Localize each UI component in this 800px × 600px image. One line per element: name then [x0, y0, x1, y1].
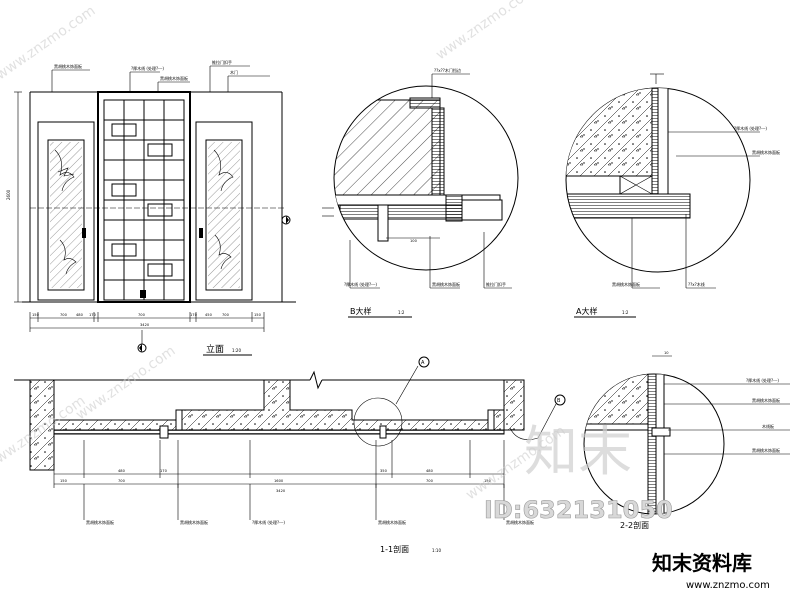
section-11-scale: 1:10: [432, 548, 441, 553]
detail-a-leader-3: 黑胡桃木饰面板: [612, 281, 640, 287]
watermark-url-3: www.znzmo.com: [73, 343, 178, 423]
lattice-pattern: [104, 100, 184, 300]
sec11-label-3: ?厚木线 (处理?---): [252, 519, 285, 525]
detail-a-title: A大样: [576, 306, 597, 316]
elev-dim-5: 700: [138, 313, 146, 317]
section-22-title: 2-2剖面: [620, 520, 649, 530]
watermark-url-1: www.znzmo.com: [0, 3, 98, 83]
section-11-callout-b: B: [557, 398, 561, 404]
elev-dim-2: 700: [60, 313, 68, 317]
elev-dim-1: 150: [32, 313, 40, 317]
sec22-leader-2: 黑胡桃木饰面板: [752, 397, 780, 403]
sec22-leader-3: 木线板: [762, 423, 774, 429]
detail-b-leader-3: 黑胡桃木饰面板: [432, 281, 460, 287]
sec11-dim-8: 700: [426, 479, 434, 483]
elev-leader-3: 黑胡桃木饰面板: [160, 75, 188, 81]
watermark-id: ID:632131050: [484, 496, 673, 524]
sec11-label-1: 黑胡桃木饰面板: [86, 519, 114, 525]
elev-leader-2: ?厚木线 (处理?---): [131, 65, 164, 71]
sec11-label-2: 黑胡桃木饰面板: [180, 519, 208, 525]
right-door-leaf-motif: [213, 149, 234, 270]
sec22-dim-top: 10: [664, 351, 669, 355]
detail-a-leader-1: ?厚木线 (处理?---): [734, 125, 767, 131]
elevation-view: 2600: [6, 59, 296, 356]
detail-b-dim: 100: [410, 239, 418, 243]
elev-leader-1: 黑胡桃木饰面板: [54, 63, 82, 69]
elev-dim-4: 170: [89, 313, 97, 317]
sec11-dim-3: 480: [118, 469, 126, 473]
section-11-callout-a: A: [421, 360, 425, 366]
detail-a: ?厚木线 (处理?---) 黑胡桃木饰面板 黑胡桃木饰面板 ??x?木线 A大样…: [565, 73, 780, 318]
detail-b-leader-4: 推拉门扣手: [486, 281, 506, 287]
sec11-dim-5: 1600: [274, 479, 284, 483]
watermark-brand-url: www.znzmo.com: [686, 580, 770, 591]
elevation-scale: 1:20: [232, 348, 241, 353]
elev-total-width: 3420: [140, 323, 150, 327]
sec22-leader-4: 黑胡桃木饰面板: [752, 447, 780, 453]
elevation-title: 立面: [206, 343, 224, 355]
detail-b-scale: 1:2: [398, 310, 405, 315]
elev-dim-7: 450: [205, 313, 213, 317]
watermark-url-2: www.znzmo.com: [433, 0, 538, 63]
elevation-leaders: [51, 65, 270, 92]
sec11-dim-4: 170: [160, 469, 168, 473]
sec22-leader-1: ?厚木线 (处理?---): [746, 377, 779, 383]
sec11-dim-2: 700: [118, 479, 126, 483]
elev-leader-4: 推拉门扣手: [212, 59, 232, 65]
elev-dim-9: 150: [254, 313, 262, 317]
elev-dim-8: 700: [222, 313, 230, 317]
sec11-dim-9: 150: [484, 479, 492, 483]
left-door-leaf-motif: [54, 149, 77, 275]
sec11-label-4: 黑胡桃木饰面板: [378, 519, 406, 525]
watermark-logo-cn: 知末: [524, 420, 632, 483]
section-1-1: A B 150 700 480 170 1600 350 480 700 150…: [14, 356, 566, 554]
elev-dim-6: 170: [190, 313, 198, 317]
watermark-brand-cn: 知末资料库: [652, 551, 752, 575]
section-11-title: 1-1剖面: [380, 544, 409, 554]
detail-a-leader-4: ??x?木线: [688, 281, 705, 287]
detail-a-leader-2: 黑胡桃木饰面板: [752, 149, 780, 155]
sec11-total: 3420: [276, 489, 286, 493]
sec11-dim-6: 350: [380, 469, 388, 473]
sec11-dim-7: 480: [426, 469, 434, 473]
detail-b-leader-2: ?厚木线 (处理?---): [344, 281, 377, 287]
elevation-height-label: 2600: [6, 189, 11, 200]
sec11-dim-1: 150: [60, 479, 68, 483]
detail-b: ??x??木门挡边 ?厚木线 (处理?---) 黑胡桃木饰面板 推拉门扣手 10…: [322, 67, 519, 318]
elev-dim-3: 480: [76, 313, 84, 317]
detail-b-title: B大样: [350, 306, 372, 316]
detail-b-leader-1: ??x??木门挡边: [434, 67, 461, 73]
elev-leader-5: 木门: [230, 69, 238, 75]
detail-a-scale: 1:2: [622, 310, 629, 315]
sec11-label-5: 黑胡桃木饰面板: [506, 519, 534, 525]
section-2-2: 10 ?厚木线 (处理?---) 黑胡桃木饰面板 木线板 黑胡桃木饰面板 2-2…: [583, 351, 790, 530]
